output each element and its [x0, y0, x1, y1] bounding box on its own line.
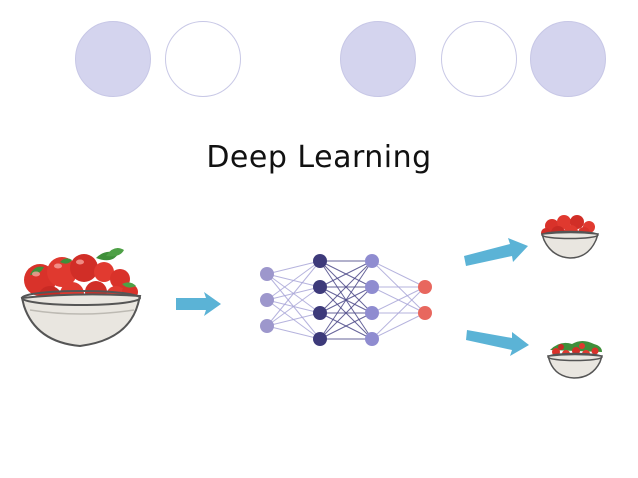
decor-circle-2 [165, 21, 241, 97]
nn-edge [371, 312, 426, 340]
decor-circle-1 [75, 21, 151, 97]
nn-output-node [418, 280, 432, 294]
nn-edge [371, 260, 426, 288]
nn-edge [319, 260, 373, 288]
nn-input-node [260, 319, 274, 333]
nn-hidden-node [313, 332, 327, 346]
nn-output-node [418, 306, 432, 320]
nn-edge [319, 260, 373, 340]
nn-edge [266, 286, 321, 327]
mixed-bowl-icon [546, 341, 604, 379]
nn-edge [371, 286, 426, 314]
nn-hidden-node [313, 254, 327, 268]
nn-edge [266, 260, 321, 301]
neural-network-icon [260, 254, 432, 346]
nn-edge [319, 312, 373, 340]
arrow-right-icon [176, 292, 221, 316]
nn-hidden-node [365, 306, 379, 320]
arrow-up-right-icon [464, 238, 528, 266]
arrow-down-right-icon [466, 330, 529, 356]
nn-input-node [260, 267, 274, 281]
nn-edge [371, 286, 426, 340]
nn-edge [319, 260, 373, 314]
nn-edge [266, 260, 321, 327]
nn-input-node [260, 293, 274, 307]
nn-hidden-node [365, 254, 379, 268]
tomato-bowl-icon [20, 248, 142, 348]
nn-hidden-node [313, 306, 327, 320]
decor-circle-3 [340, 21, 416, 97]
nn-edge [266, 325, 321, 340]
sorted-tomato-bowl-icon [540, 215, 600, 259]
nn-edge [266, 260, 321, 275]
decor-circle-5 [530, 21, 606, 97]
nn-hidden-node [313, 280, 327, 294]
nn-hidden-node [365, 332, 379, 346]
nn-edge [266, 312, 321, 327]
nn-edge [319, 286, 373, 340]
nn-hidden-node [365, 280, 379, 294]
diagram-title: Deep Learning [206, 140, 432, 175]
decor-circle-4 [441, 21, 517, 97]
